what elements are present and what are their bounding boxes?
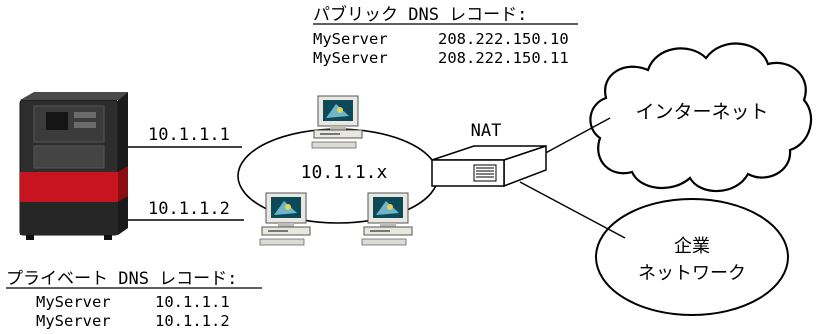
nat-router-icon <box>431 144 547 188</box>
private-dns-title: プライベート DNS レコード: <box>6 269 237 289</box>
public-dns-title: パブリック DNS レコード: <box>313 4 527 25</box>
nat-label: NAT <box>471 121 502 141</box>
nat-to-corporate-line <box>519 181 626 239</box>
workstation-bottom-left-icon <box>259 192 311 246</box>
internet-cloud <box>589 42 813 193</box>
public-dns-ip-1: 208.222.150.10 <box>438 30 569 48</box>
private-dns-host-1: MyServer <box>36 293 111 311</box>
internet-label: インターネット <box>635 101 768 123</box>
lan-label: 10.1.1.x <box>301 162 388 183</box>
public-dns-host-1: MyServer <box>313 30 388 48</box>
private-dns-ip-1: 10.1.1.1 <box>155 293 230 311</box>
private-dns-host-2: MyServer <box>36 312 111 330</box>
nat-to-internet-line <box>539 117 611 157</box>
corporate-label-line1: 企業 <box>674 236 710 257</box>
corporate-network-ellipse <box>595 198 789 316</box>
public-dns-ip-2: 208.222.150.11 <box>438 49 569 67</box>
server-lower-ip-label: 10.1.1.2 <box>148 199 230 219</box>
server-upper-ip-label: 10.1.1.1 <box>148 125 230 145</box>
workstation-top-icon <box>311 95 363 149</box>
corporate-label-line2: ネットワーク <box>638 263 746 284</box>
private-dns-ip-2: 10.1.1.2 <box>155 312 230 330</box>
workstation-bottom-right-icon <box>361 192 413 246</box>
server-tower-icon <box>19 92 128 240</box>
public-dns-host-2: MyServer <box>313 49 388 67</box>
